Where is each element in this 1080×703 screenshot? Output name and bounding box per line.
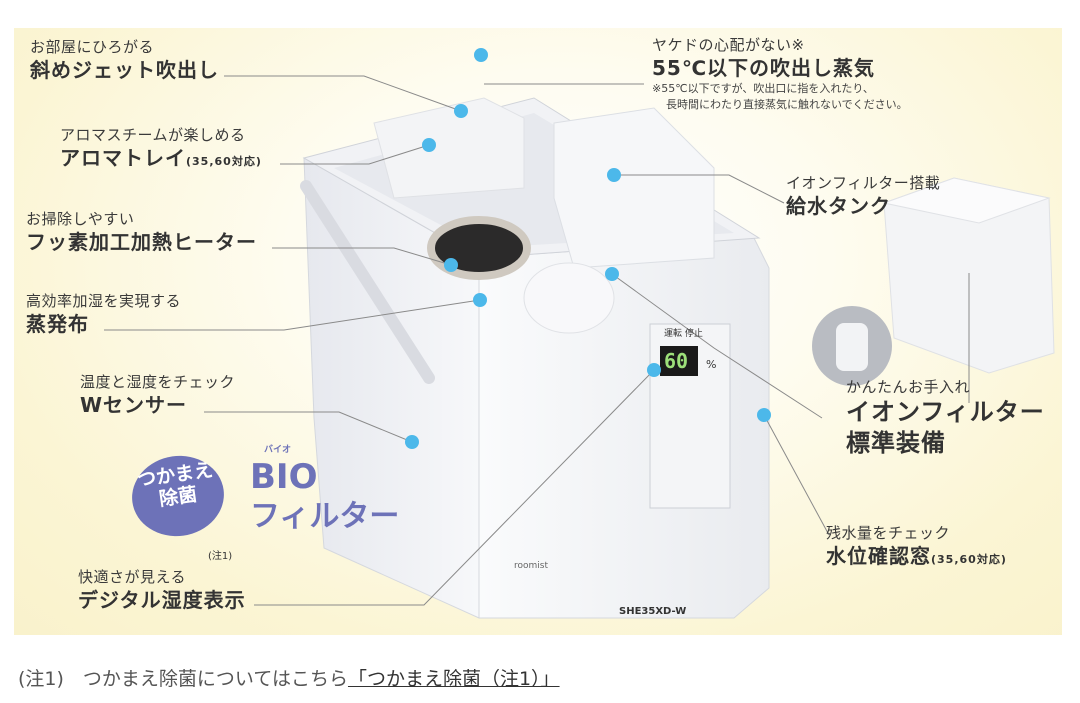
brand-logo: roomist (514, 561, 549, 571)
feature-jet: お部屋にひろがる 斜めジェット吹出し (30, 38, 219, 82)
bio-note-mark: (注1) (208, 551, 233, 562)
feature-water-level-window: 残水量をチェック 水位確認窓(35,60対応) (826, 524, 1007, 568)
humidifier-illustration (104, 48, 1055, 619)
feature-aroma-tray: アロマスチームが楽しめる アロマトレイ(35,60対応) (60, 126, 262, 170)
sterilization-link[interactable]: 「つかまえ除菌（注1）」 (347, 668, 560, 690)
feature-heater: お掃除しやすい フッ素加工加熱ヒーター (26, 210, 257, 254)
model-number: SHE35XD-W (619, 606, 687, 617)
humidity-display: 60 (664, 349, 689, 373)
feature-w-sensor: 温度と湿度をチェック Wセンサー (80, 373, 236, 417)
feature-ion-filter: かんたんお手入れ イオンフィルター 標準装備 (846, 378, 1045, 457)
run-button-label: 運転 停止 (664, 329, 703, 339)
footnote-caption: (注1) つかまえ除菌についてはこちら「つかまえ除菌（注1）」 (18, 668, 560, 690)
bio-filter-title: バイオ BIO フィルター (250, 445, 400, 534)
feature-digital-display: 快適さが見える デジタル湿度表示 (78, 568, 246, 612)
product-feature-image: 運転 停止 60 % roomist SHE35XD-W お部屋にひろがる 斜め… (14, 28, 1062, 635)
feature-dots (405, 48, 771, 449)
feature-steam-temp: ヤケドの心配がない※ 55℃以下の吹出し蒸気 ※55℃以下ですが、吹出口に指を入… (652, 36, 908, 111)
feature-evaporating-cloth: 高効率加湿を実現する 蒸発布 (26, 292, 182, 336)
humidity-unit: % (706, 358, 717, 371)
feature-water-tank: イオンフィルター搭載 給水タンク (786, 174, 941, 218)
